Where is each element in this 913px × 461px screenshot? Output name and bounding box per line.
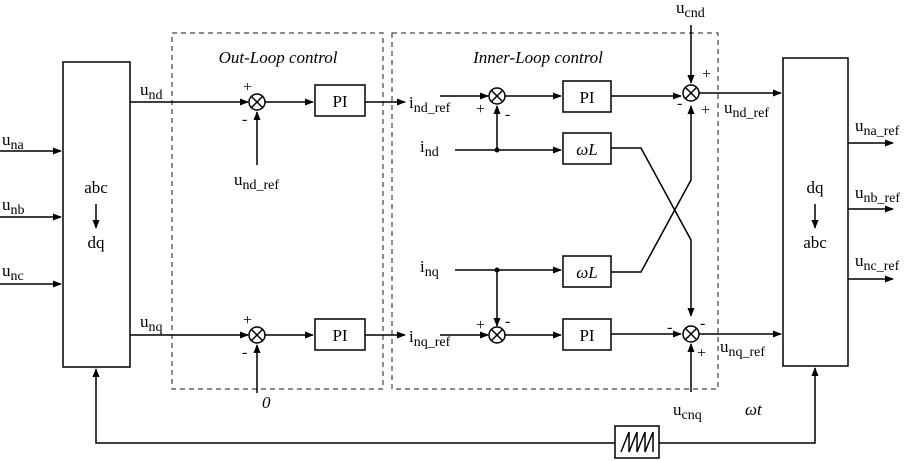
dq-to-abc-top-label: dq	[807, 178, 825, 197]
inner-d-pi-label: PI	[579, 88, 594, 107]
wt-label: ωt	[745, 400, 763, 419]
wt-feedback-to-dq-abc	[659, 367, 819, 444]
output-d-minus: -	[677, 95, 682, 112]
outer-loop-region	[171, 32, 384, 390]
ucnd-label: ucnd	[676, 0, 705, 21]
wl-q-label: ωL	[576, 263, 597, 282]
outer-d-sum-cross-2	[250, 95, 264, 109]
und-label: und	[140, 80, 163, 103]
outer-q-plus-sign: +	[243, 312, 252, 329]
inq-label: inq	[420, 257, 439, 280]
inner-q-minus-sign: -	[505, 313, 510, 330]
outer-loop-title: Out-Loop control	[219, 48, 338, 67]
una-ref-label: una_ref	[855, 116, 900, 139]
inq-branch-dot	[494, 267, 500, 273]
inner-d-minus-sign: -	[505, 106, 510, 123]
unb-ref-label: unb_ref	[855, 183, 900, 206]
abc-to-dq-block	[62, 61, 131, 368]
zero-ref-label: 0	[262, 393, 271, 412]
wl-d-label: ωL	[576, 140, 597, 159]
output-q-minus-left: -	[667, 319, 672, 336]
unq-ref-out-label: unq_ref	[720, 337, 765, 360]
output-d-plus-top: +	[702, 66, 711, 83]
outer-q-sum-cross-2	[250, 328, 264, 342]
outer-q-minus-sign: -	[242, 344, 247, 361]
inner-q-pi-label: PI	[579, 326, 594, 345]
inner-loop-title: Inner-Loop control	[472, 48, 603, 67]
inner-loop-region	[391, 32, 719, 390]
outer-d-minus-sign: -	[242, 111, 247, 128]
wl-q-to-d-sum-line	[611, 105, 695, 273]
abc-to-dq-bottom-label: dq	[88, 233, 106, 252]
outer-q-pi-label: PI	[332, 326, 347, 345]
ucnq-label: ucnq	[673, 400, 702, 423]
wl-q-block	[562, 255, 612, 288]
wt-feedback-to-abc-dq	[92, 368, 615, 444]
una-label: una	[2, 130, 25, 153]
inner-q-pi-block	[562, 318, 612, 351]
wl-d-block	[562, 132, 612, 165]
inner-q-sum-cross-2	[490, 328, 504, 342]
dq-to-abc-bottom-label: abc	[803, 233, 827, 252]
inner-d-sum-cross-2	[490, 89, 504, 103]
und-ref-input-label: und_ref	[234, 170, 279, 193]
inner-d-pi-block	[562, 80, 612, 113]
unq-label: unq	[140, 312, 163, 335]
inner-d-plus-sign: +	[476, 101, 485, 118]
output-q-sum-cross-2	[684, 327, 698, 341]
outer-d-plus-sign: +	[243, 79, 252, 96]
output-d-sum-cross-2	[684, 86, 698, 100]
output-d-plus-bottom: +	[701, 102, 710, 119]
sawtooth-icon	[620, 431, 654, 453]
unb-label: unb	[2, 195, 25, 218]
unc-label: unc	[2, 261, 24, 284]
wl-d-to-q-sum-line	[611, 147, 695, 317]
ind-branch-dot	[494, 147, 500, 153]
output-q-minus-right: -	[700, 315, 705, 332]
inner-q-plus-sign: +	[476, 317, 485, 334]
unc-ref-label: unc_ref	[855, 251, 900, 274]
outer-q-pi-block	[314, 318, 366, 351]
inq-ref-label: inq_ref	[409, 327, 451, 350]
output-q-plus: +	[697, 345, 706, 362]
abc-to-dq-top-label: abc	[84, 178, 108, 197]
ind-label: ind	[420, 137, 439, 160]
ind-ref-label: ind_ref	[409, 93, 451, 116]
outer-d-pi-block	[314, 84, 366, 117]
outer-d-pi-label: PI	[332, 92, 347, 111]
und-ref-out-label: und_ref	[724, 98, 769, 121]
